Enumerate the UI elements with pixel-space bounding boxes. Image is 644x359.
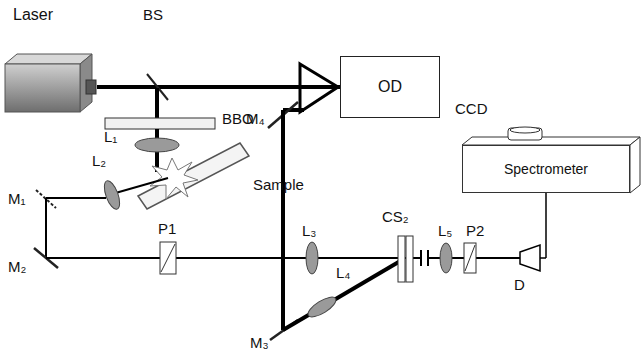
polarizer-p2 bbox=[464, 243, 476, 273]
lens-l5 bbox=[440, 243, 452, 273]
kerr-cell bbox=[398, 236, 405, 282]
component-label: L₂ bbox=[92, 152, 106, 169]
component-label: M₄ bbox=[246, 110, 265, 127]
component-label: L₁ bbox=[104, 128, 117, 145]
polarizer-p2 bbox=[465, 245, 475, 271]
optical-delay-box: OD bbox=[340, 56, 440, 118]
lens-l1 bbox=[135, 138, 179, 152]
component-label: P1 bbox=[158, 220, 176, 237]
spectrometer-side bbox=[630, 137, 640, 193]
gate-beam bbox=[283, 260, 402, 330]
lens-l4 bbox=[305, 293, 338, 320]
component-label: Sample bbox=[253, 176, 304, 193]
component-label: M₃ bbox=[250, 334, 269, 351]
fiber bbox=[545, 193, 547, 258]
component-label: M₂ bbox=[8, 258, 26, 275]
retroreflector bbox=[300, 64, 338, 112]
component-label: BS bbox=[143, 6, 163, 23]
laser-body bbox=[5, 54, 96, 112]
laser-unit: Laser bbox=[5, 4, 97, 112]
polarizer-p1 bbox=[160, 242, 176, 274]
gate-beam bbox=[281, 110, 285, 330]
polarizer-p1 bbox=[161, 244, 175, 272]
component-label: CS₂ bbox=[382, 208, 409, 225]
kerr-cell bbox=[406, 236, 413, 282]
signal-beam bbox=[46, 257, 420, 259]
laser-beam bbox=[97, 87, 340, 88]
component-label: D bbox=[514, 276, 525, 293]
signal-beam bbox=[112, 178, 168, 194]
beam-line bbox=[97, 85, 340, 89]
node-text: CCD bbox=[455, 100, 488, 117]
component-label: L₅ bbox=[438, 222, 452, 239]
sample-plate bbox=[138, 143, 249, 209]
component-label: L₄ bbox=[336, 264, 350, 281]
spectrometer-top bbox=[462, 137, 640, 145]
pinhole bbox=[420, 250, 422, 266]
lens-l2 bbox=[101, 179, 123, 211]
fiber-detector bbox=[520, 245, 540, 271]
pump-beam bbox=[155, 88, 159, 118]
component-label: P2 bbox=[466, 222, 484, 239]
component-label: L₃ bbox=[302, 222, 316, 239]
spectrometer-box: CCDSpectrometer bbox=[462, 145, 630, 193]
fiber bbox=[540, 257, 546, 259]
emission-burst bbox=[150, 158, 198, 199]
node-text: Spectrometer bbox=[504, 161, 588, 177]
signal-beam bbox=[46, 197, 106, 199]
ccd-camera bbox=[510, 127, 540, 133]
node-text: Laser bbox=[13, 6, 53, 24]
node-text: OD bbox=[378, 78, 402, 96]
signal-beam bbox=[45, 198, 47, 258]
lens-l3 bbox=[306, 242, 318, 274]
bbo-crystal bbox=[105, 118, 215, 129]
ccd-camera bbox=[508, 128, 542, 140]
component-label: M₁ bbox=[8, 190, 26, 207]
